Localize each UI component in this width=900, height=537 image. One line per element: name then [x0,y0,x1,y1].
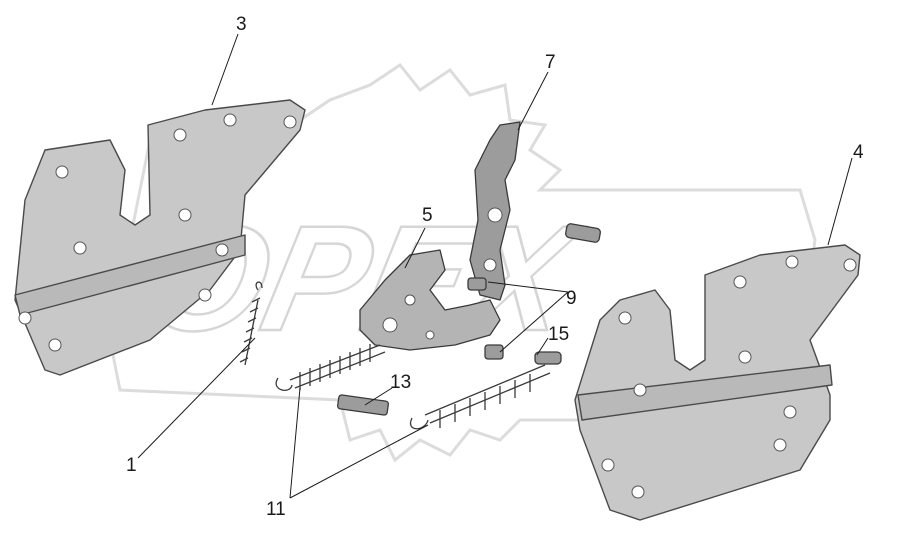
threaded-bolt [565,223,601,243]
callout-5: 5 [422,205,433,226]
callout-9: 9 [566,288,577,309]
callout-7: 7 [545,52,556,73]
bracket-plate-left [14,99,306,376]
gear-icon [108,62,817,463]
bolt-15 [534,351,562,365]
bracket-plate-right [574,244,861,521]
spring-long-1 [275,344,386,391]
callout-4: 4 [853,142,864,163]
spring-short [239,281,263,366]
callout-13: 13 [390,372,411,393]
callout-15: 15 [548,324,569,345]
callout-3: 3 [236,14,247,35]
callout-1: 1 [126,455,137,476]
spring-long-2 [409,364,551,430]
leader-lines [137,33,853,499]
bolt-13 [337,394,389,416]
callout-11: 11 [266,499,286,520]
pin-pair [467,277,504,360]
latch-plate [359,249,501,351]
hook-lever [469,121,521,301]
callout-labels: 3 7 4 5 9 15 13 1 11 [126,14,864,520]
